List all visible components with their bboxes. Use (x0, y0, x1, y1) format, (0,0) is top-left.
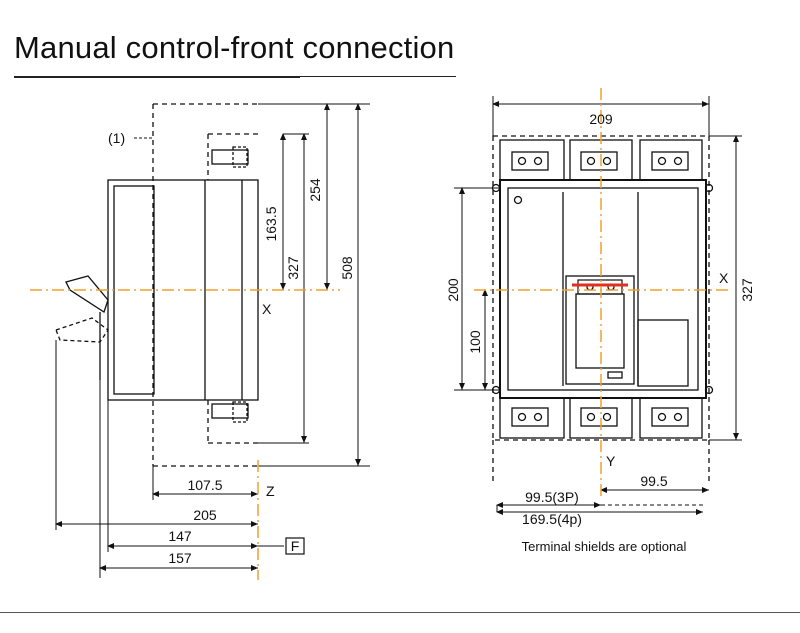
frame-box (285, 537, 305, 555)
terminal-top-side (211, 149, 249, 165)
title-underline (14, 76, 300, 78)
axis-x-label-side: X (262, 301, 272, 317)
dim-157: 157 (168, 550, 192, 566)
dim-147: 147 (168, 528, 192, 544)
dim-pole-spacing: 99.5 (640, 473, 667, 489)
terminal-top-3 (639, 139, 703, 181)
dim-327-front: 327 (739, 278, 755, 302)
terminal-top-1 (499, 139, 565, 181)
page-title: Manual control-front connection (14, 30, 455, 65)
axis-y-label: Y (606, 453, 616, 469)
title-underline-thin (300, 76, 456, 77)
footer-divider (0, 612, 800, 613)
dim-205: 205 (193, 507, 217, 523)
axis-z-label: Z (266, 483, 275, 499)
terminal-bottom-3 (639, 397, 703, 439)
dim-3p: 99.5(3P) (525, 489, 579, 505)
handle-window (565, 275, 635, 385)
terminal-bottom-1 (499, 397, 565, 439)
frame-label: F (291, 538, 300, 554)
dim-200: 200 (445, 278, 461, 302)
caption-terminal-shields: Terminal shields are optional (522, 539, 687, 554)
dim-209: 209 (589, 111, 613, 127)
axis-x-label-front: X (719, 270, 729, 286)
dim-327-side: 327 (285, 256, 301, 280)
side-view-axes (30, 289, 340, 580)
terminal-screws (511, 151, 689, 427)
terminal-bottom-side (211, 403, 249, 419)
dim-107-5: 107.5 (187, 477, 222, 493)
front-view-axes (474, 88, 730, 500)
note-marker: (1) (108, 130, 125, 146)
dim-4p: 169.5(4p) (522, 511, 582, 527)
dim-100: 100 (467, 330, 483, 354)
side-view-envelope (152, 103, 258, 467)
breaker-body-front (499, 179, 707, 399)
handle-side (65, 275, 109, 314)
dim-163-5: 163.5 (263, 206, 279, 241)
dim-254: 254 (307, 178, 323, 202)
front-view (454, 96, 742, 515)
dim-508: 508 (339, 256, 355, 280)
